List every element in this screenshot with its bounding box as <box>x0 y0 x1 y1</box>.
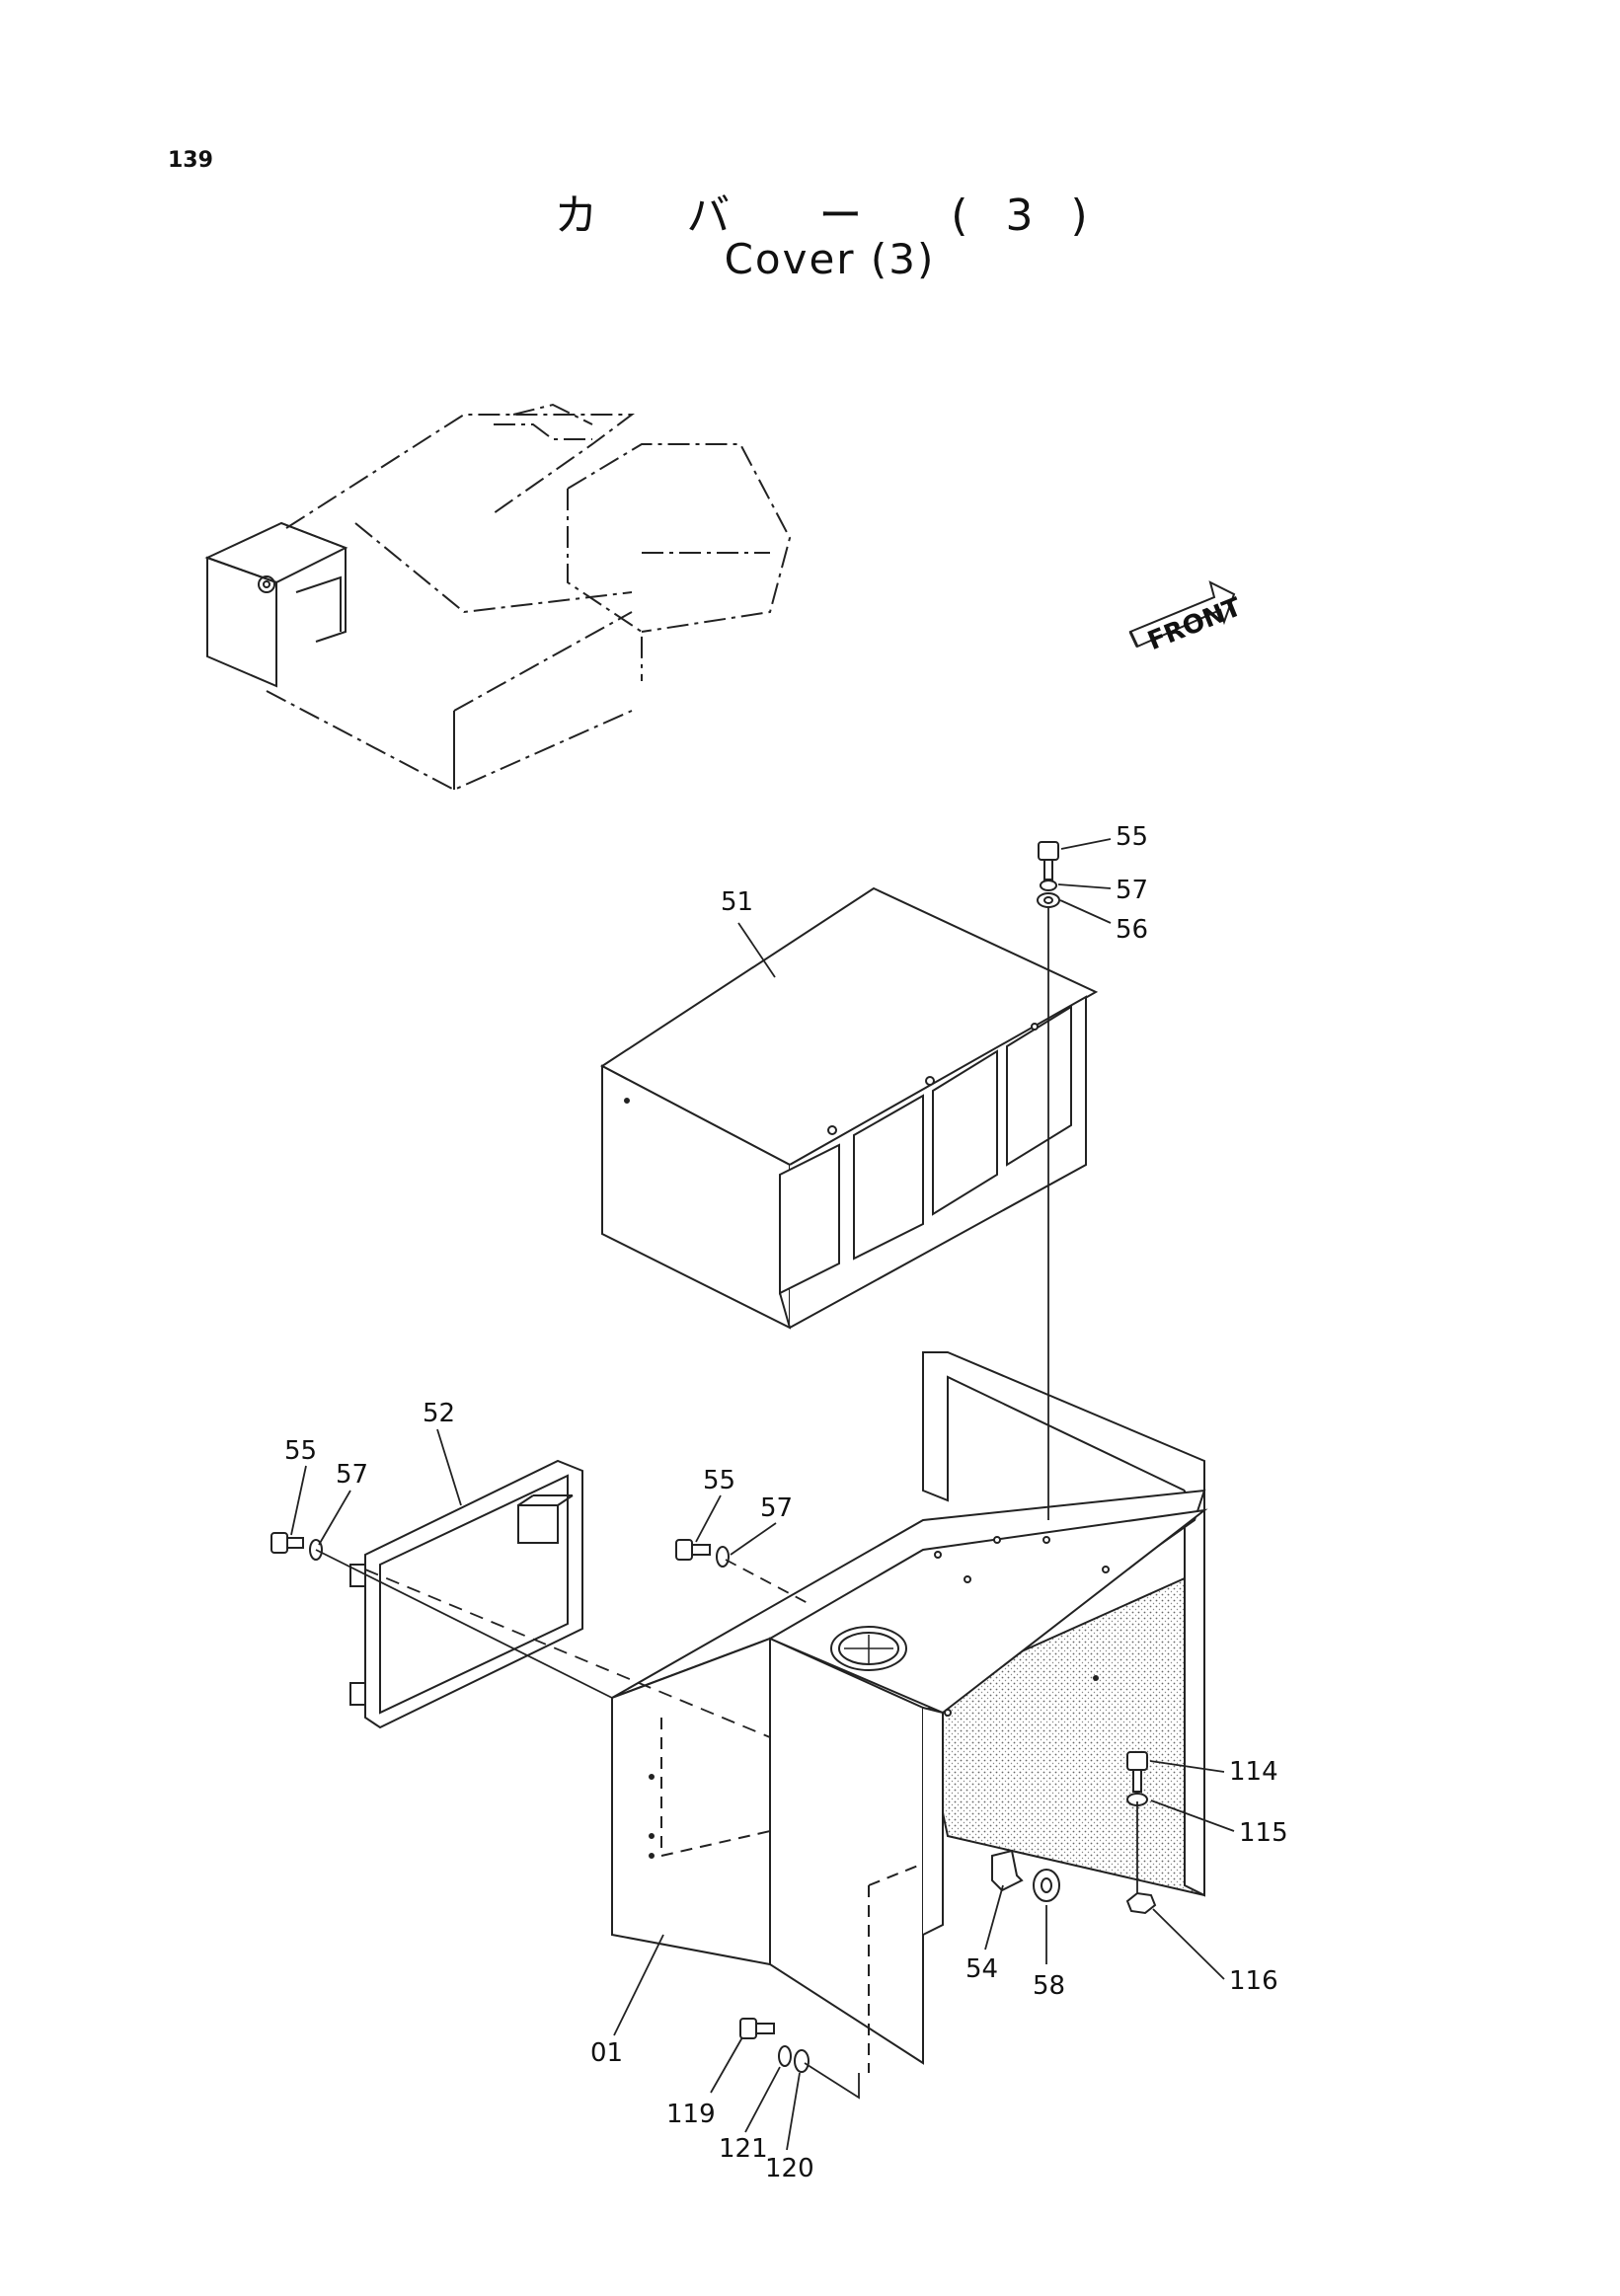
callout-51: 51 <box>721 887 753 917</box>
title-japanese: カ バ ー (3) <box>554 191 1125 241</box>
callouts: 55 57 56 51 52 55 57 55 57 114 115 116 5… <box>284 822 1288 2183</box>
callout-54: 54 <box>965 1954 998 1984</box>
callout-116: 116 <box>1229 1966 1278 1996</box>
callout-115: 115 <box>1239 1818 1288 1848</box>
callout-55-top: 55 <box>1116 822 1148 852</box>
callout-57-top: 57 <box>1116 876 1148 905</box>
leader-lines <box>290 838 1235 2151</box>
page-number: 139 <box>168 148 213 173</box>
callout-121: 121 <box>719 2134 768 2164</box>
callout-56: 56 <box>1116 915 1148 945</box>
callout-57-mid: 57 <box>760 1493 793 1523</box>
callout-55-left: 55 <box>284 1436 317 1466</box>
front-label: FRONT <box>1143 592 1246 656</box>
callout-01: 01 <box>590 2038 623 2068</box>
part-01-main-cover <box>611 1351 1208 2073</box>
callout-114: 114 <box>1229 1757 1278 1787</box>
callout-55-mid: 55 <box>703 1466 735 1495</box>
callout-119: 119 <box>666 2100 716 2129</box>
part-51-top-cover <box>600 886 1099 1330</box>
front-arrow: FRONT <box>1128 580 1246 656</box>
callout-52: 52 <box>423 1399 455 1428</box>
fasteners <box>270 841 1157 2073</box>
machine-overview <box>204 403 792 792</box>
callout-58: 58 <box>1033 1971 1065 2001</box>
title-english: Cover (3) <box>724 235 936 283</box>
callout-120: 120 <box>765 2154 814 2183</box>
part-52-side-door <box>349 1459 583 1729</box>
callout-57-left: 57 <box>336 1460 368 1490</box>
